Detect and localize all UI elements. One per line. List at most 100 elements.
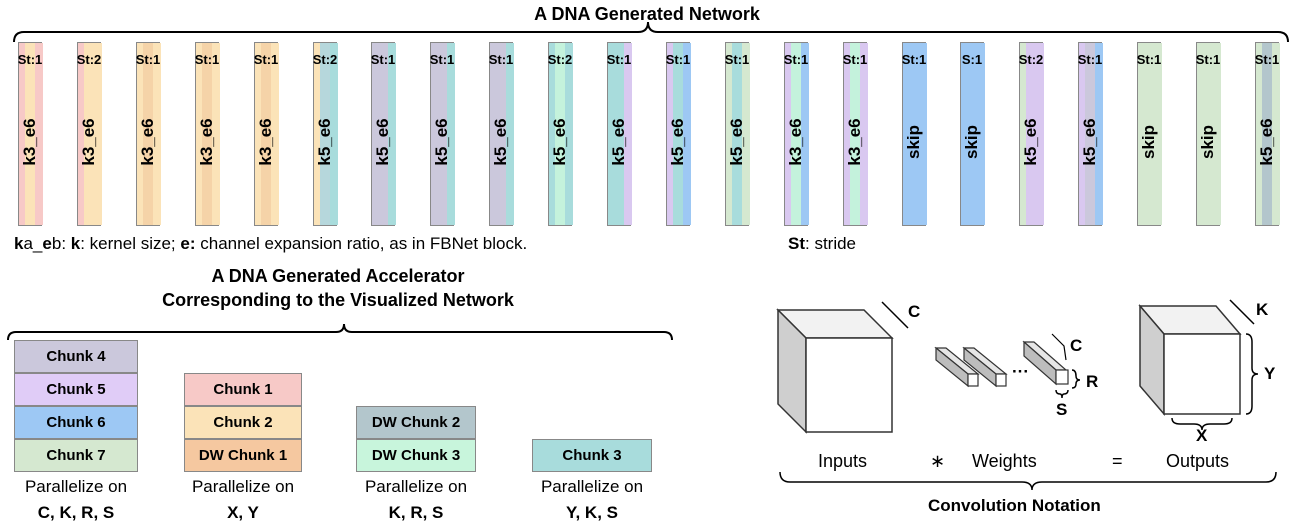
op-label: k3_e6	[845, 118, 864, 166]
network-block	[1137, 42, 1162, 226]
block-stripe	[1095, 43, 1103, 225]
network-block	[1196, 42, 1221, 226]
block-stripe	[967, 43, 977, 225]
block-stripe	[565, 43, 573, 225]
stride-label: St:1	[842, 52, 868, 67]
block-stripe	[320, 43, 330, 225]
network-block	[725, 42, 750, 226]
op-label: k3_e6	[138, 118, 157, 166]
block-stripe	[1262, 43, 1272, 225]
convolution-title: Convolution Notation	[928, 496, 1101, 515]
parallelize-value: K, R, S	[388, 503, 444, 522]
block-stripe	[555, 43, 565, 225]
block-stripe	[372, 43, 378, 225]
weights-label: Weights	[972, 451, 1037, 471]
network-block	[18, 42, 43, 226]
block-stripe	[212, 43, 220, 225]
dim-s: S	[1056, 400, 1068, 419]
accelerator-title-line2: Corresponding to the Visualized Network	[162, 290, 514, 310]
stride-label: St:2	[76, 52, 102, 67]
chunk-6: Chunk 6	[14, 406, 138, 439]
weights-dots: ···	[1012, 362, 1029, 381]
stride-label: St:1	[1195, 52, 1221, 67]
accelerator-brace	[7, 323, 673, 341]
op-label: skip	[1139, 124, 1158, 160]
dw-chunk-3: DW Chunk 3	[356, 439, 476, 472]
block-stripe	[25, 43, 35, 225]
block-stripe	[447, 43, 455, 225]
block-stripe	[496, 43, 506, 225]
stride-label: St:2	[547, 52, 573, 67]
stride-label: St:1	[429, 52, 455, 67]
stride-legend: St: stride	[788, 234, 857, 253]
parallelize-label: Parallelize on	[191, 477, 295, 496]
network-block	[136, 42, 161, 226]
op-label: k5_e6	[1080, 118, 1099, 166]
block-stripe	[261, 43, 271, 225]
block-stripe	[255, 43, 261, 225]
block-stripe	[84, 43, 94, 225]
network-block	[1078, 42, 1103, 226]
convolution-operator: ∗	[930, 451, 946, 471]
block-stripe	[1256, 43, 1262, 225]
block-stripe	[903, 43, 909, 225]
parallelize-label: Parallelize on	[540, 477, 644, 496]
block-stripe	[785, 43, 791, 225]
parallelize-value: C, K, R, S	[37, 503, 115, 522]
block-stripe	[624, 43, 632, 225]
stride-label: St:1	[194, 52, 220, 67]
op-label: k5_e6	[315, 118, 334, 166]
block-stripe	[153, 43, 161, 225]
network-block	[1255, 42, 1280, 226]
network-block	[666, 42, 691, 226]
block-stripe	[1079, 43, 1085, 225]
stride-label: St:2	[312, 52, 338, 67]
network-block	[902, 42, 927, 226]
op-label: k3_e6	[20, 118, 39, 166]
op-label: k5_e6	[373, 118, 392, 166]
op-label: k5_e6	[1257, 118, 1276, 166]
inputs-cube	[776, 308, 894, 434]
network-block	[77, 42, 102, 226]
stride-label: St:1	[17, 52, 43, 67]
op-label: k5_e6	[432, 118, 451, 166]
accelerator-title-line1: A DNA Generated Accelerator	[211, 266, 465, 286]
block-stripe	[549, 43, 555, 225]
block-stripe	[791, 43, 801, 225]
chunk-4: Chunk 4	[14, 340, 138, 373]
dim-y: Y	[1264, 364, 1276, 383]
block-stripe	[506, 43, 514, 225]
block-stripe	[844, 43, 850, 225]
stride-label: St:1	[783, 52, 809, 67]
block-stripe	[726, 43, 732, 225]
network-block	[960, 42, 985, 226]
block-stripe	[271, 43, 279, 225]
block-stripe	[19, 43, 25, 225]
op-label: k3_e6	[79, 118, 98, 166]
block-stripe	[614, 43, 624, 225]
block-stripe	[667, 43, 673, 225]
stride-label: St:1	[253, 52, 279, 67]
op-label: k5_e6	[609, 118, 628, 166]
block-stripe	[860, 43, 868, 225]
dim-k: K	[1256, 300, 1269, 319]
block-stripe	[909, 43, 919, 225]
network-block	[489, 42, 514, 226]
block-stripe	[196, 43, 202, 225]
block-stripe	[437, 43, 447, 225]
parallelize-value: X, Y	[227, 503, 259, 522]
stride-label: S:1	[961, 52, 983, 67]
stride-label: St:1	[606, 52, 632, 67]
block-stripe	[388, 43, 396, 225]
op-label: skip	[1198, 124, 1217, 160]
network-brace	[13, 21, 1289, 43]
block-stripe	[673, 43, 683, 225]
stride-label: St:2	[1018, 52, 1044, 67]
block-stripe	[1272, 43, 1280, 225]
network-block	[430, 42, 455, 226]
network-block	[313, 42, 338, 226]
weight-filters	[934, 340, 1069, 388]
block-stripe	[742, 43, 750, 225]
dw-chunk-1: DW Chunk 1	[184, 439, 302, 472]
dim-x: X	[1196, 426, 1208, 445]
